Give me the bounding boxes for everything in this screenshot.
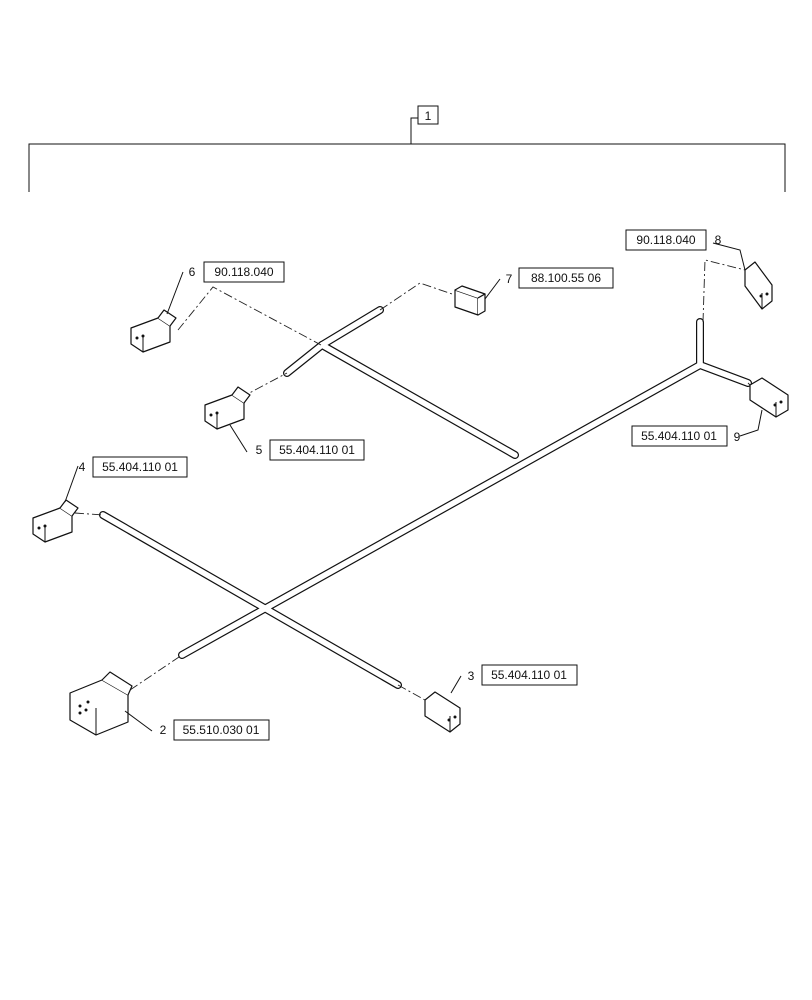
callout-9[interactable]: 55.404.110 01 9 bbox=[631, 425, 741, 447]
callout-7-ref: 88.100.55 06 bbox=[531, 271, 601, 285]
harness-tubes bbox=[99, 306, 752, 689]
callout-5[interactable]: 5 55.404.110 01 bbox=[256, 439, 365, 461]
callout-6-number: 6 bbox=[189, 265, 196, 279]
callout-7-box bbox=[518, 267, 614, 289]
connector-7-icon[interactable] bbox=[454, 285, 486, 316]
callout-8-box bbox=[625, 229, 707, 251]
callout-2-ref: 55.510.030 01 bbox=[183, 723, 260, 737]
callout-1[interactable]: 1 bbox=[417, 105, 439, 125]
callout-6-ref: 90.118.040 bbox=[214, 265, 273, 279]
callout-3-number: 3 bbox=[468, 669, 475, 683]
callout-8[interactable]: 90.118.040 8 bbox=[625, 229, 722, 251]
assembly-bracket bbox=[28, 117, 786, 192]
assembly-lines bbox=[74, 259, 761, 701]
callout-9-number: 9 bbox=[734, 430, 741, 444]
connector-4-icon[interactable] bbox=[32, 499, 79, 543]
connector-3-icon[interactable] bbox=[424, 691, 461, 733]
callout-5-box bbox=[269, 439, 365, 461]
callout-4[interactable]: 4 55.404.110 01 bbox=[79, 456, 188, 478]
callout-5-ref: 55.404.110 01 bbox=[279, 443, 355, 457]
connector-5-icon[interactable] bbox=[204, 386, 251, 430]
callout-3[interactable]: 3 55.404.110 01 bbox=[468, 664, 578, 686]
callout-2-box bbox=[173, 719, 270, 741]
callout-4-box bbox=[92, 456, 188, 478]
callout-7[interactable]: 7 88.100.55 06 bbox=[506, 267, 614, 289]
callout-5-number: 5 bbox=[256, 443, 263, 457]
callout-2[interactable]: 2 55.510.030 01 bbox=[160, 719, 270, 741]
connector-8-icon[interactable] bbox=[744, 261, 773, 310]
callout-6[interactable]: 6 90.118.040 bbox=[189, 261, 285, 283]
callout-3-box bbox=[481, 664, 578, 686]
callout-2-number: 2 bbox=[160, 723, 167, 737]
connector-9-icon[interactable] bbox=[749, 377, 789, 418]
callout-4-ref: 55.404.110 01 bbox=[102, 460, 178, 474]
callout-1-number: 1 bbox=[425, 109, 432, 123]
callout-8-ref: 90.118.040 bbox=[636, 233, 695, 247]
callout-3-ref: 55.404.110 01 bbox=[491, 668, 567, 682]
connector-2-icon[interactable] bbox=[69, 671, 133, 736]
callout-leaders bbox=[64, 242, 763, 732]
callout-6-box bbox=[203, 261, 285, 283]
callout-9-ref: 55.404.110 01 bbox=[641, 429, 717, 443]
callout-9-box bbox=[631, 425, 728, 447]
callout-4-number: 4 bbox=[79, 460, 86, 474]
connector-6-icon[interactable] bbox=[130, 309, 177, 353]
callout-1-box bbox=[417, 105, 439, 125]
callout-7-number: 7 bbox=[506, 272, 513, 286]
callout-8-number: 8 bbox=[715, 233, 722, 247]
